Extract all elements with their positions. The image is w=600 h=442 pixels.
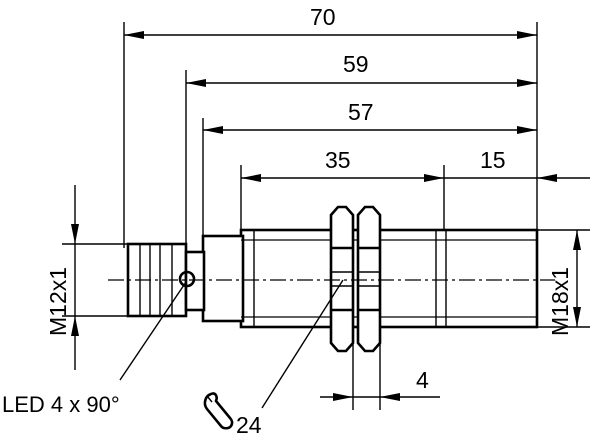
led-label: LED 4 x 90°: [2, 392, 120, 417]
label-70: 70: [310, 4, 336, 30]
label-15: 15: [480, 147, 506, 173]
label-57: 57: [348, 99, 374, 125]
label-4: 4: [416, 367, 429, 393]
wrench-size-label: 24: [236, 412, 262, 438]
dim-59: [186, 79, 537, 87]
nut-left: [329, 205, 355, 353]
dim-4: [320, 393, 440, 401]
label-m18: M18x1: [547, 267, 573, 336]
led-indicator: [178, 270, 196, 288]
dim-15: [444, 174, 590, 182]
label-m12: M12x1: [45, 267, 71, 336]
dim-35: [241, 174, 444, 182]
dim-57: [203, 126, 537, 134]
dim-m18: [573, 230, 581, 327]
wrench-icon: [203, 392, 234, 430]
led-leader: [119, 281, 187, 381]
label-35: 35: [325, 147, 351, 173]
wrench-leader: [261, 279, 344, 409]
dim-70: [124, 31, 537, 39]
dim-m12: [71, 185, 79, 370]
nut-right: [356, 205, 382, 353]
label-59: 59: [343, 51, 369, 77]
extension-lines: [62, 22, 590, 410]
